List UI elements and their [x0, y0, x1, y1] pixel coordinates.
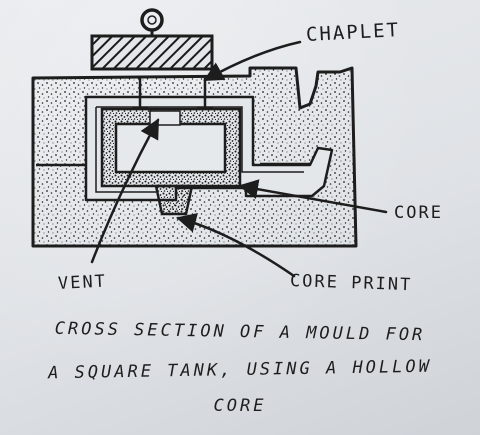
- label-core-print: CORE PRINT: [289, 271, 413, 296]
- arrow-vent: [90, 118, 160, 264]
- arrow-core-print: [176, 213, 296, 278]
- core-print: [154, 184, 194, 216]
- chaplets: [132, 78, 213, 110]
- label-core: CORE: [394, 203, 443, 223]
- caption-line-3: CORE: [213, 396, 267, 416]
- lifting-ring-icon: [140, 8, 164, 32]
- arrow-core: [238, 179, 388, 214]
- hollow-core: [100, 107, 242, 188]
- leader-arrows: [90, 40, 388, 278]
- flask-weight: [90, 30, 214, 71]
- label-vent: VENT: [57, 271, 108, 294]
- arrow-chaplet: [203, 40, 302, 82]
